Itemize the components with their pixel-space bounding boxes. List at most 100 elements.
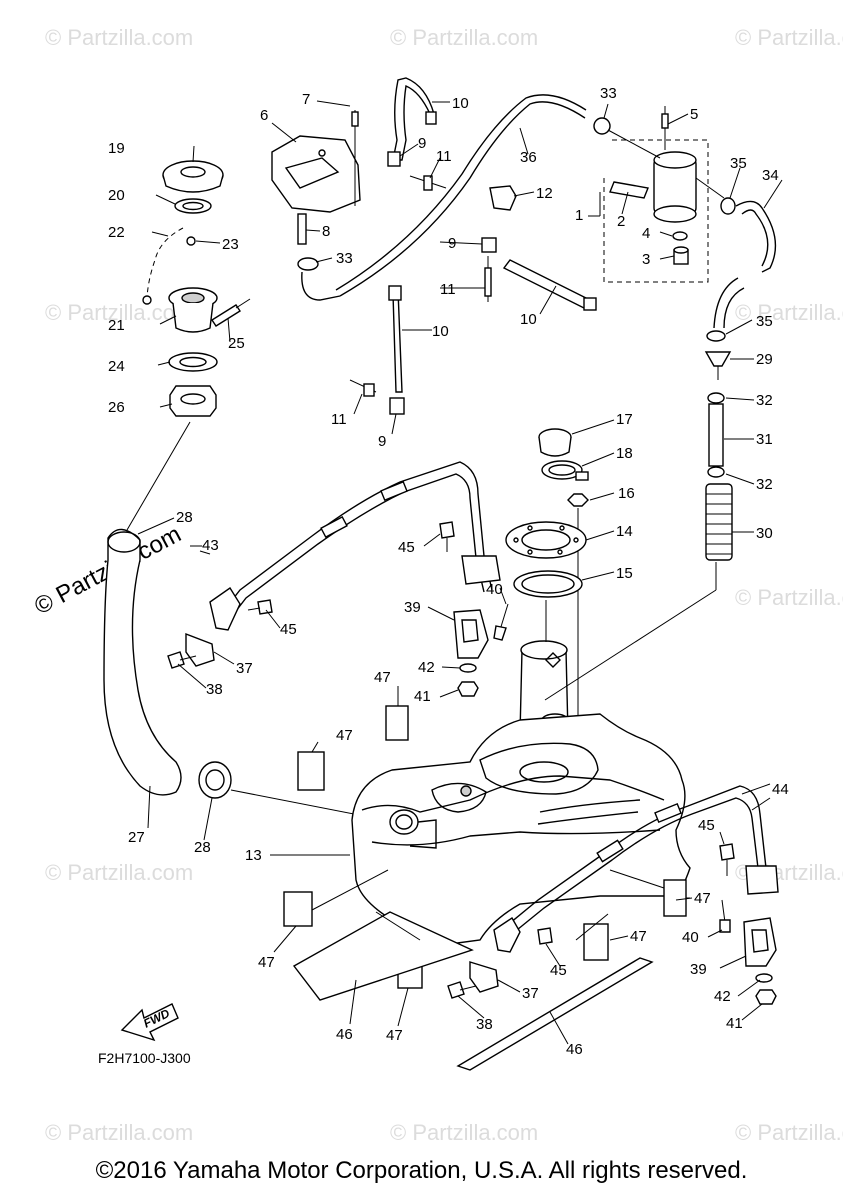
callout-label: 47 bbox=[630, 928, 647, 945]
callout-label: 46 bbox=[566, 1041, 583, 1058]
callout-label: 47 bbox=[386, 1027, 403, 1044]
callout-label: 7 bbox=[302, 91, 310, 108]
callout-label: 28 bbox=[194, 839, 211, 856]
watermark: © Partzilla.com bbox=[390, 1120, 538, 1145]
diagram-reference-code: F2H7100-J300 bbox=[98, 1050, 191, 1066]
callout-label: 45 bbox=[550, 962, 567, 979]
callout-label: 10 bbox=[432, 323, 449, 340]
callout-label: 31 bbox=[756, 431, 773, 448]
callout-label: 45 bbox=[398, 539, 415, 556]
watermark: © Partzilla.com bbox=[45, 860, 193, 885]
pad-47 bbox=[297, 751, 325, 791]
callout-label: 41 bbox=[414, 688, 431, 705]
fuel-pump-assembly bbox=[544, 106, 777, 701]
fuel-tank bbox=[351, 713, 691, 949]
watermarks: © Partzilla.com © Partzilla.com © Partzi… bbox=[30, 25, 843, 1145]
filler-hose bbox=[103, 528, 396, 823]
callout-label: 5 bbox=[690, 106, 698, 123]
callout-label: 42 bbox=[418, 659, 435, 676]
callout-label: 11 bbox=[440, 281, 456, 298]
callout-label: 37 bbox=[522, 985, 539, 1002]
callout-label: 32 bbox=[756, 476, 773, 493]
pump-cover-assembly bbox=[271, 77, 597, 415]
callout-label: 36 bbox=[520, 149, 537, 166]
callout-label: 40 bbox=[486, 581, 503, 598]
callout-label: 11 bbox=[436, 148, 452, 165]
callout-label: 34 bbox=[762, 167, 779, 184]
callout-label: 45 bbox=[280, 621, 297, 638]
callout-label: 18 bbox=[616, 445, 633, 462]
callout-label: 22 bbox=[108, 224, 125, 241]
callout-label: 38 bbox=[206, 681, 223, 698]
callout-label: 39 bbox=[690, 961, 707, 978]
callout-label: 29 bbox=[756, 351, 773, 368]
pad-47 bbox=[283, 891, 313, 927]
callout-label: 13 bbox=[245, 847, 262, 864]
callout-label: 35 bbox=[730, 155, 747, 172]
callout-label: 25 bbox=[228, 335, 245, 352]
watermark: © Partzilla.com bbox=[45, 300, 193, 325]
watermark: © Partzilla.com bbox=[735, 300, 843, 325]
callout-label: 12 bbox=[536, 185, 553, 202]
callout-label: 40 bbox=[682, 929, 699, 946]
callout-label: 17 bbox=[616, 411, 633, 428]
callout-label: 10 bbox=[520, 311, 537, 328]
callout-label: 2 bbox=[617, 213, 625, 230]
callout-label: 47 bbox=[374, 669, 391, 686]
callout-label: 19 bbox=[108, 140, 125, 157]
leader-lines bbox=[137, 100, 783, 1045]
callout-label: 30 bbox=[756, 525, 773, 542]
filler-cap-assembly bbox=[126, 160, 251, 531]
pad-47 bbox=[385, 705, 409, 741]
mount-hardware bbox=[167, 521, 777, 1071]
callout-label: 28 bbox=[176, 509, 193, 526]
callout-label: 41 bbox=[726, 1015, 743, 1032]
callout-label: 47 bbox=[336, 727, 353, 744]
forward-arrow-icon: FWD bbox=[120, 1003, 179, 1042]
watermark: © Partzilla.com bbox=[45, 1120, 193, 1145]
callout-label: 45 bbox=[698, 817, 715, 834]
pad-47 bbox=[663, 879, 687, 917]
callout-label: 6 bbox=[260, 107, 268, 124]
watermark: © Partzilla.com bbox=[45, 25, 193, 50]
callout-label: 24 bbox=[108, 358, 125, 375]
callout-label: 23 bbox=[222, 236, 239, 253]
watermark: © Partzilla.com bbox=[390, 25, 538, 50]
pad-47 bbox=[583, 923, 609, 961]
watermark: © Partzilla.com bbox=[735, 25, 843, 50]
callout-label: 33 bbox=[600, 85, 617, 102]
callout-label: 39 bbox=[404, 599, 421, 616]
callout-label: 27 bbox=[128, 829, 145, 846]
watermark: © Partzilla.com bbox=[735, 585, 843, 610]
callout-label: 14 bbox=[616, 523, 633, 540]
callout-label: 46 bbox=[336, 1026, 353, 1043]
callout-labels: 1 2 3 4 5 6 7 8 9 9 9 10 10 10 11 11 11 … bbox=[108, 85, 789, 1058]
tank-sender-assembly bbox=[505, 428, 589, 750]
callout-label: 15 bbox=[616, 565, 633, 582]
watermark: © Partzilla.com bbox=[735, 1120, 843, 1145]
callout-label: 35 bbox=[756, 313, 773, 330]
callout-label: 26 bbox=[108, 399, 125, 416]
tank-straps bbox=[209, 461, 779, 953]
callout-label: 44 bbox=[772, 781, 789, 798]
callout-label: 20 bbox=[108, 187, 125, 204]
callout-label: 9 bbox=[448, 235, 456, 252]
callout-label: 11 bbox=[331, 411, 347, 428]
callout-label: 21 bbox=[108, 317, 125, 334]
callout-label: 47 bbox=[694, 890, 711, 907]
callout-label: 1 bbox=[575, 207, 583, 224]
callout-label: 38 bbox=[476, 1016, 493, 1033]
callout-label: 32 bbox=[756, 392, 773, 409]
callout-label: 43 bbox=[202, 537, 219, 554]
callout-label: 33 bbox=[336, 250, 353, 267]
callout-label: 4 bbox=[642, 225, 650, 242]
callout-label: 8 bbox=[322, 223, 330, 240]
callout-label: 37 bbox=[236, 660, 253, 677]
callout-label: 10 bbox=[452, 95, 469, 112]
callout-label: 42 bbox=[714, 988, 731, 1005]
callout-label: 47 bbox=[258, 954, 275, 971]
callout-label: 16 bbox=[618, 485, 635, 502]
callout-label: 9 bbox=[418, 135, 426, 152]
copyright-notice: ©2016 Yamaha Motor Corporation, U.S.A. A… bbox=[95, 1157, 748, 1184]
